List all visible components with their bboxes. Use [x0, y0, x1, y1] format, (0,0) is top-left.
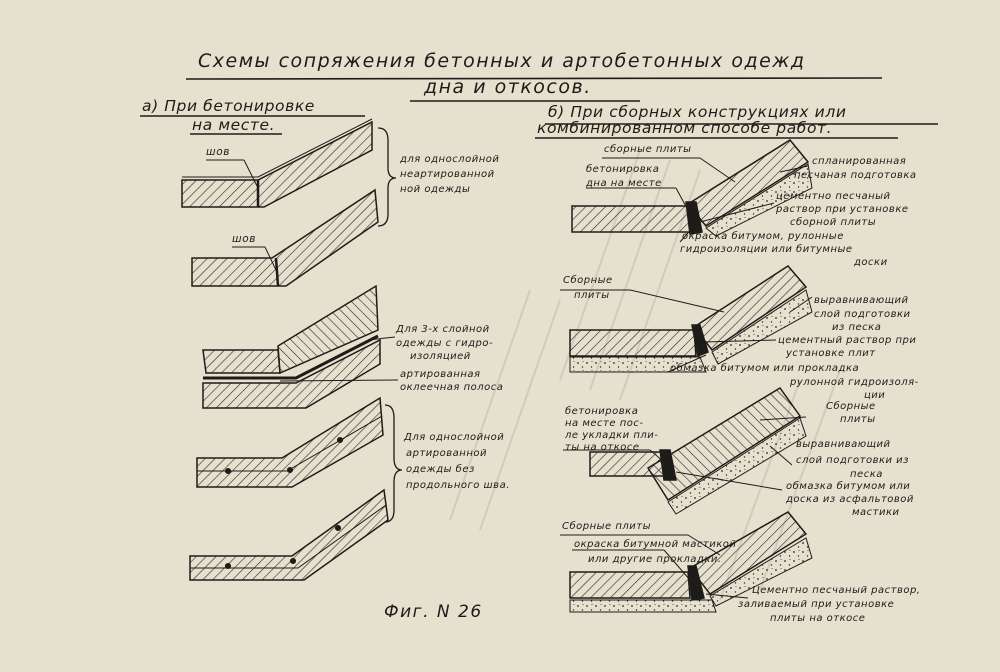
label-concreting-slope-1: бетонировка	[565, 406, 639, 417]
label-planned-sand-1: спланированная	[812, 156, 907, 167]
label-bitumen-coating-2: рулонной гидроизоля-	[790, 377, 919, 388]
b2-precast-with-leveling	[569, 265, 813, 373]
label-reinforced-3: одежды без	[406, 464, 475, 475]
label-cement-sand-mortar-1: Цементно песчаный раствор,	[752, 585, 921, 596]
label-single-layer-2: неартированной	[400, 169, 495, 180]
label-precast-slabs-2a: Сборные	[563, 275, 613, 286]
leaders-section-a	[206, 159, 399, 382]
label-bitumen-board-3: мастики	[852, 507, 900, 518]
label-bitumen-board-1: обмазка битумом или	[786, 481, 911, 492]
section-b-heading-1: б) При сборных конструкциях или	[548, 103, 847, 121]
label-mastic-paint-1: окраска битумной мастикой	[574, 539, 737, 550]
label-concreting-slope-4: ты на откосе	[565, 442, 640, 453]
label-leveling-1b: слой подготовки	[814, 309, 911, 320]
brace-marks	[377, 127, 403, 523]
a5-reinforced-single-layer	[189, 488, 389, 581]
section-a-heading-1: а) При бетонировке	[142, 97, 315, 115]
label-planned-sand-2: песчаная подготовка	[794, 170, 917, 181]
label-cement-sand-mortar-2: заливаемый при установке	[738, 599, 895, 610]
label-cement-sand-3: сборной плиты	[790, 217, 877, 228]
leaders-section-b	[560, 157, 813, 599]
label-single-layer-3: ной одежды	[400, 184, 471, 195]
label-armored-strip-2: оклеечная полоса	[400, 382, 504, 393]
label-leveling-1c: из песка	[832, 322, 882, 333]
figure-caption: Фиг. N 26	[384, 602, 483, 622]
label-bitumen-coating-3: ции	[864, 390, 886, 401]
label-shov-2: шов	[232, 233, 257, 245]
label-leveling-2b: слой подготовки из	[796, 455, 909, 466]
label-three-layer-3: изоляцией	[410, 351, 471, 362]
title-line-2: дна и откосов.	[424, 76, 592, 98]
label-concreting-slope-3: ле укладки пли-	[565, 430, 659, 441]
label-precast-slabs-4: Сборные плиты	[562, 521, 652, 532]
label-reinforced-2: артированной	[406, 448, 487, 459]
title-underlines	[140, 77, 938, 139]
label-precast-slabs-1: сборные плиты	[604, 144, 692, 155]
label-three-layer-1: Для 3-х слойной	[396, 324, 490, 335]
label-armored-strip-1: артированная	[400, 369, 481, 380]
label-leveling-2c: песка	[850, 469, 883, 480]
label-cement-sand-mortar-3: плиты на откосе	[770, 613, 866, 624]
b4-precast-with-mastic	[569, 511, 813, 613]
b3-concreting-slope	[589, 386, 807, 515]
label-precast-slabs-2b: плиты	[574, 290, 610, 301]
label-reinforced-4: продольного шва.	[406, 480, 510, 491]
label-leveling-1a: выравнивающий	[814, 295, 909, 306]
label-concreting-bottom-2: дна на месте	[586, 178, 662, 189]
label-shov-1: шов	[206, 146, 231, 158]
label-cement-mortar-2: установке плит	[786, 348, 876, 359]
label-concreting-bottom-1: бетонировка	[586, 164, 660, 175]
label-cement-mortar-1: цементный раствор при	[778, 335, 917, 346]
section-b-heading-2: комбинированном способе работ.	[537, 119, 833, 137]
a4-reinforced-single-layer	[196, 396, 384, 488]
label-bitumen-paint-3: доски	[854, 257, 888, 268]
label-cement-sand-1: цементно песчаный	[776, 191, 891, 202]
label-bitumen-coating-1: обмазка битумом или прокладка	[670, 363, 860, 374]
label-reinforced-1: Для однослойной	[404, 432, 505, 443]
title-line-1: Схемы сопряжения бетонных и артобетонных…	[198, 50, 806, 72]
label-leveling-2a: выравнивающий	[796, 439, 891, 450]
label-bitumen-paint-2: гидроизоляции или битумные	[680, 244, 853, 255]
label-mastic-paint-2: или другие прокладки.	[588, 554, 722, 565]
label-bitumen-paint-1: окраска битумом, рулонные	[682, 231, 844, 242]
label-bitumen-board-2: доска из асфальтовой	[786, 494, 914, 505]
label-concreting-slope-2: на месте пос-	[565, 418, 644, 429]
label-three-layer-2: одежды с гидро-	[396, 338, 494, 349]
label-precast-slabs-3a: Сборные	[826, 401, 876, 412]
a1-single-layer-joint	[181, 118, 373, 208]
a3-three-layer-with-waterproofing	[202, 284, 381, 409]
section-a-heading-2: на месте.	[192, 116, 276, 134]
label-single-layer-1: для однослойной	[400, 154, 500, 165]
a2-single-layer-joint	[191, 188, 379, 287]
b1-precast-with-sand-base	[571, 139, 813, 237]
label-cement-sand-2: раствор при установке	[776, 204, 909, 215]
label-precast-slabs-3b: плиты	[840, 414, 876, 425]
